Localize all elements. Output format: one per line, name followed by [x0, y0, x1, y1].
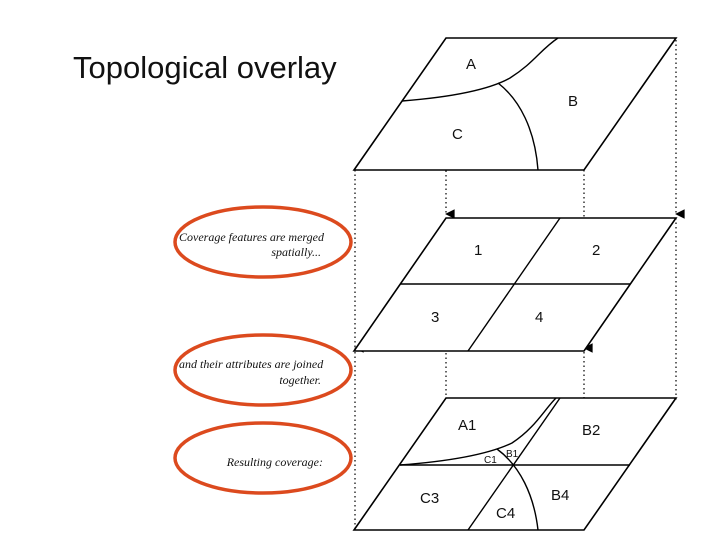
region-label-b1: B1	[506, 449, 519, 460]
layer-outline	[352, 397, 678, 531]
region-label-c3: C3	[420, 490, 439, 507]
note-joined: and their attributes are joined together…	[173, 333, 353, 407]
region-label-c: C	[452, 126, 463, 143]
note-result: Resulting coverage:	[173, 421, 353, 495]
region-label-4: 4	[535, 309, 543, 326]
grid-divider-diagonal	[467, 397, 561, 531]
input-layer-abc: A B C	[352, 37, 678, 171]
boundary-a	[401, 37, 559, 102]
region-label-a: A	[466, 56, 476, 73]
region-label-a1: A1	[458, 417, 476, 434]
region-label-2: 2	[592, 242, 600, 259]
region-label-b: B	[568, 93, 578, 110]
boundary-c-b	[497, 82, 539, 171]
note-oval	[173, 421, 353, 495]
boundary-a	[399, 397, 557, 466]
note-merged: Coverage features are merged spatially..…	[173, 205, 353, 279]
region-label-1: 1	[474, 242, 482, 259]
region-label-b4: B4	[551, 487, 569, 504]
input-layer-1234: 1 2 3 4	[352, 217, 678, 352]
region-label-c1: C1	[484, 455, 497, 466]
region-label-b2: B2	[582, 422, 600, 439]
note-oval	[173, 205, 353, 279]
boundary-c-b	[496, 448, 539, 531]
note-result-line: Resulting coverage:	[226, 455, 323, 469]
layer-outline	[352, 37, 678, 171]
result-layer: A1 B2 B1 C1 C3 C4 B4	[352, 397, 678, 531]
note-joined-line-1: and their attributes are joined	[179, 357, 324, 371]
note-merged-line-1: Coverage features are merged	[179, 230, 325, 244]
note-merged-line-2: spatially...	[271, 245, 321, 259]
grid-divider-diagonal	[467, 217, 561, 352]
region-label-c4: C4	[496, 505, 515, 522]
note-joined-line-2: together.	[279, 373, 321, 387]
note-oval	[173, 333, 353, 407]
slide-title: Topological overlay	[73, 50, 337, 85]
region-label-3: 3	[431, 309, 439, 326]
